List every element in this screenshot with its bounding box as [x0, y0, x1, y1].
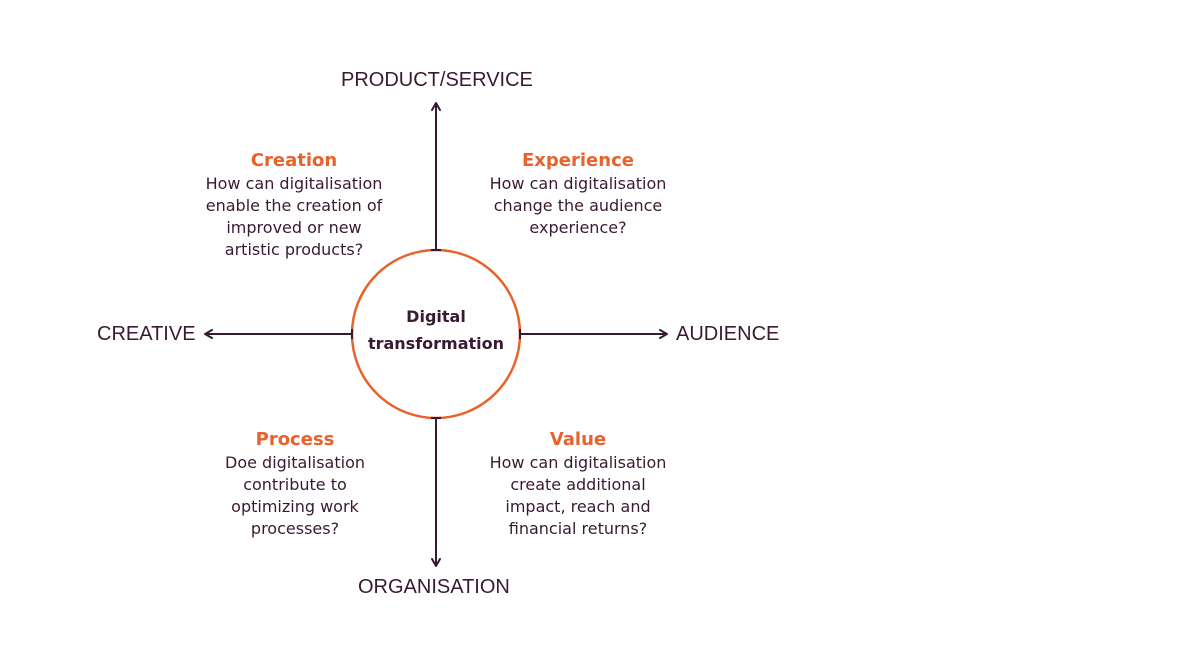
- quadrant-text-line: impact, reach and: [505, 497, 651, 516]
- quadrant-text-line: change the audience: [493, 196, 663, 215]
- quadrant-title: Value: [549, 429, 607, 450]
- quadrant-text-line: create additional: [510, 475, 646, 494]
- quadrant-experience: Experience How can digitalisation change…: [458, 149, 698, 239]
- center-label-line2: transformation: [367, 334, 505, 353]
- axis-label-left: CREATIVE: [97, 323, 196, 345]
- axis-label-right: AUDIENCE: [676, 323, 780, 345]
- quadrant-text-line: optimizing work: [231, 497, 359, 516]
- center-label: Digital transformation: [336, 303, 536, 357]
- quadrant-text-line: How can digitalisation: [489, 174, 667, 193]
- axis-label-bottom: ORGANISATION: [358, 576, 510, 598]
- quadrant-title: Experience: [522, 150, 634, 171]
- quadrant-text-line: How can digitalisation: [489, 453, 667, 472]
- quadrant-title: Process: [255, 429, 335, 450]
- quadrant-text-line: Doe digitalisation: [225, 453, 365, 472]
- axis-label-top: PRODUCT/SERVICE: [341, 69, 533, 91]
- quadrant-text-line: contribute to: [243, 475, 347, 494]
- quadrant-text-line: financial returns?: [508, 519, 648, 538]
- quadrant-text-line: experience?: [529, 218, 627, 237]
- quadrant-text-line: enable the creation of: [205, 196, 383, 215]
- quadrant-text-line: processes?: [250, 519, 340, 538]
- quadrant-text-line: improved or new: [226, 218, 362, 237]
- quadrant-process: Process Doe digitalisation contribute to…: [175, 428, 415, 540]
- quadrant-title: Creation: [250, 150, 338, 171]
- quadrant-text-line: How can digitalisation: [205, 174, 383, 193]
- quadrant-text-line: artistic products?: [224, 240, 364, 259]
- quadrant-value: Value How can digitalisation create addi…: [458, 428, 698, 540]
- center-label-line1: Digital: [406, 307, 466, 326]
- quadrant-creation: Creation How can digitalisation enable t…: [174, 149, 414, 261]
